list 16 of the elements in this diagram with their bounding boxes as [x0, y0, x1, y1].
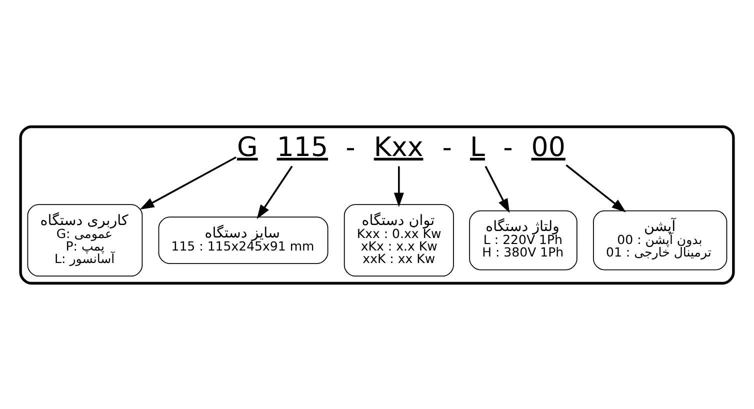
arrow	[256, 165, 293, 219]
node-box: آپشن بدون آپشن : 00 ترمینال خارجی : 01	[593, 210, 728, 270]
node-text: 00	[531, 131, 566, 162]
node-text: G	[237, 131, 258, 162]
label: -	[346, 132, 356, 164]
arrow	[394, 166, 404, 207]
cluster	[19, 124, 735, 284]
arrow	[566, 164, 626, 212]
arrow	[484, 165, 510, 212]
node-text: L	[470, 131, 485, 162]
node-text: Kxx	[374, 131, 424, 162]
node-text: 115	[276, 131, 328, 162]
label: -	[442, 132, 452, 164]
arrow	[140, 156, 236, 210]
label: -	[503, 132, 513, 164]
node-box: کاربری دستگاه G: عمومی P: پمپ L: آسانسور	[27, 204, 143, 276]
